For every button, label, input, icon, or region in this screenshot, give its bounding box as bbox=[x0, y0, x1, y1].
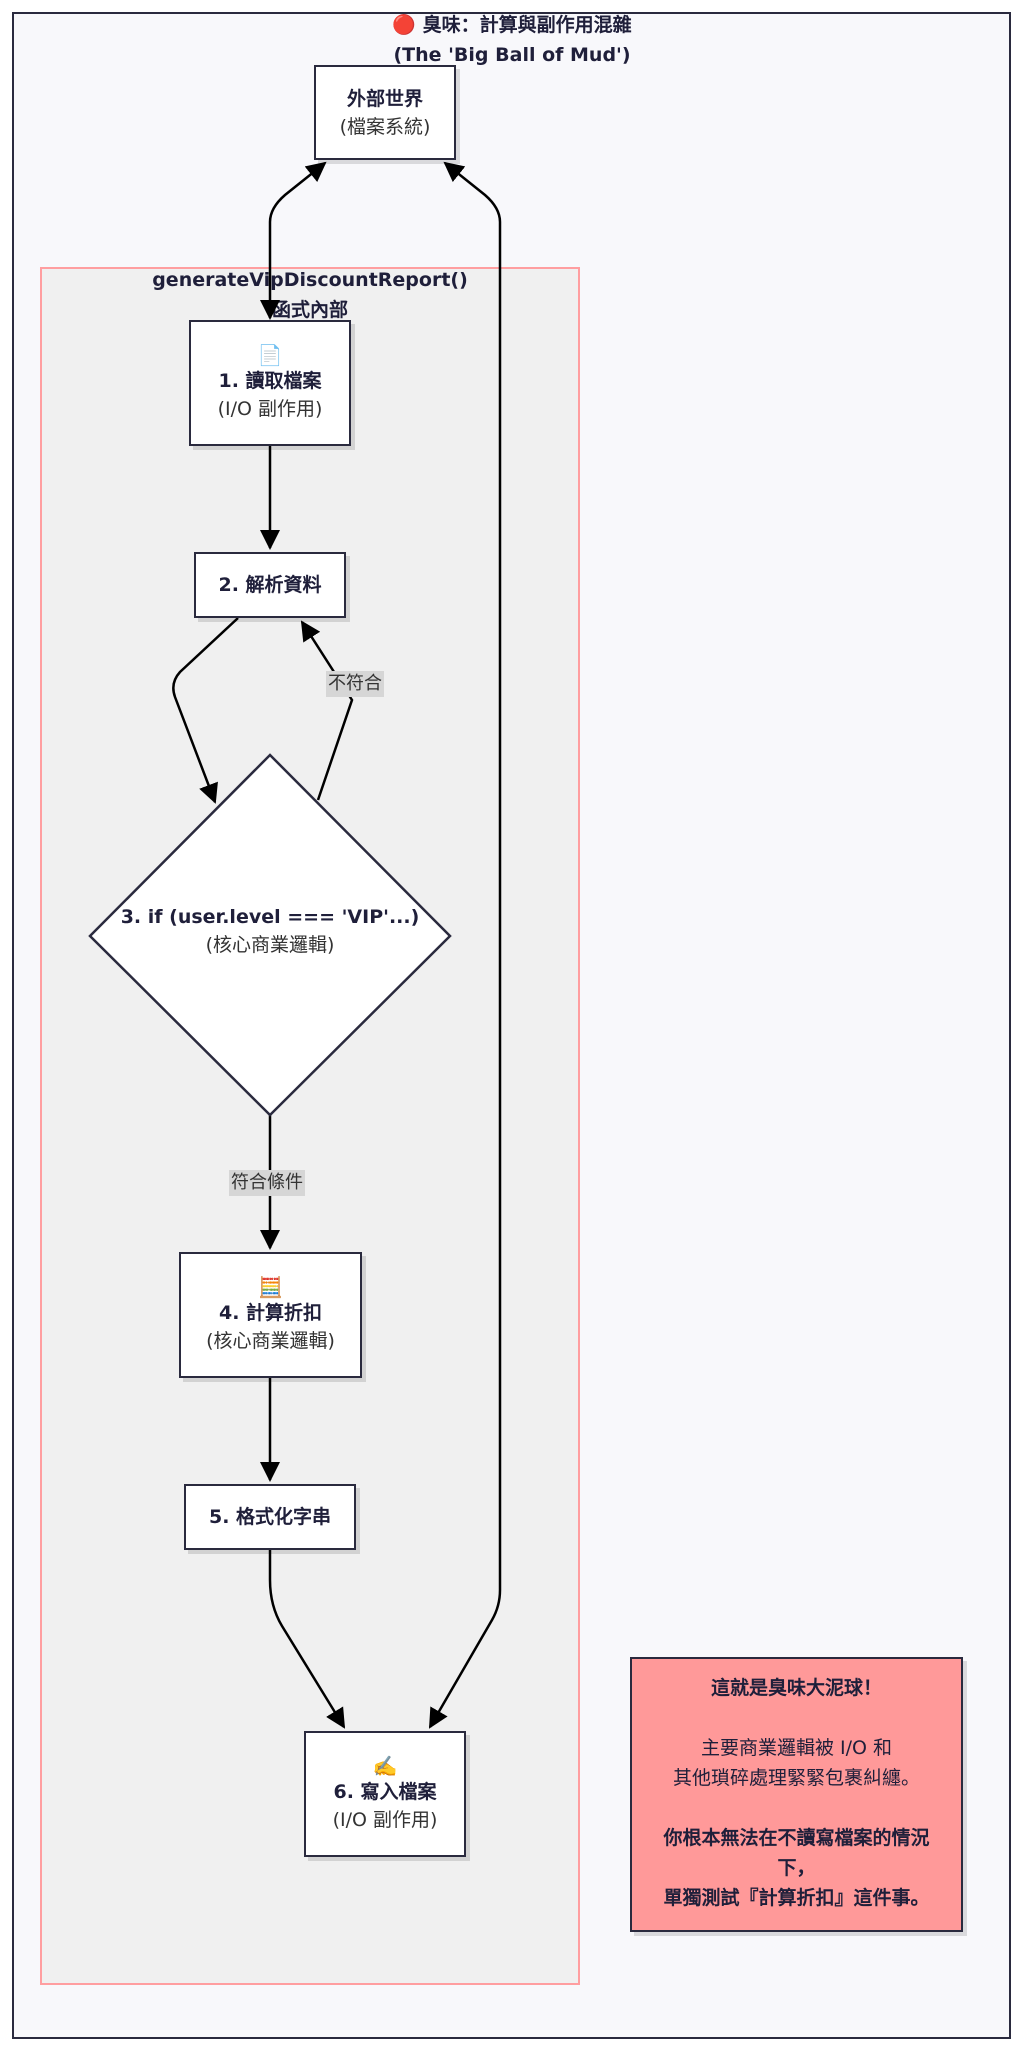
edge-label-no-match: 不符合 bbox=[326, 671, 384, 697]
node-read-file: 📄 1. 讀取檔案 (I/O 副作用) bbox=[189, 320, 351, 446]
node-format-string: 5. 格式化字串 bbox=[184, 1484, 356, 1550]
node-read-file-title: 1. 讀取檔案 bbox=[218, 370, 322, 392]
note-body-line-2: 其他瑣碎處理緊緊包裹糾纏。 bbox=[672, 1767, 920, 1789]
node-write-file-sub: (I/O 副作用) bbox=[332, 1809, 438, 1831]
edge-label-match: 符合條件 bbox=[229, 1170, 305, 1196]
edge-world-write bbox=[428, 161, 502, 1729]
warning-note: 這就是臭味大泥球！ 主要商業邏輯被 I/O 和 其他瑣碎處理緊緊包裹糾纏。 你根… bbox=[630, 1657, 963, 1932]
edge-check-parse bbox=[300, 620, 354, 801]
edge-parse-check bbox=[172, 617, 239, 804]
node-format-string-title: 5. 格式化字串 bbox=[208, 1506, 332, 1528]
note-emphasis-line-2: 下， bbox=[777, 1857, 816, 1879]
node-parse-data-title: 2. 解析資料 bbox=[218, 574, 322, 596]
edge-format-write bbox=[268, 1550, 346, 1729]
node-parse-data: 2. 解析資料 bbox=[194, 552, 346, 618]
node-decision-sub: (核心商業邏輯) bbox=[205, 934, 335, 956]
abacus-icon: 🧮 bbox=[258, 1275, 283, 1299]
node-external-world: 外部世界 (檔案系統) bbox=[314, 65, 456, 160]
decision-diamond-shape bbox=[88, 753, 452, 1117]
writing-hand-icon: ✍️ bbox=[372, 1754, 398, 1778]
node-decision-title: 3. if (user.level === 'VIP'...) bbox=[120, 906, 420, 928]
node-write-file: ✍️ 6. 寫入檔案 (I/O 副作用) bbox=[304, 1731, 466, 1857]
node-calc-discount-sub: (核心商業邏輯) bbox=[206, 1330, 335, 1352]
node-calc-discount: 🧮 4. 計算折扣 (核心商業邏輯) bbox=[179, 1252, 362, 1378]
outer-title-line-1: 🔴 臭味：計算與副作用混雜 bbox=[392, 14, 632, 36]
document-icon: 📄 bbox=[257, 343, 283, 367]
edge-world-read bbox=[260, 161, 327, 320]
note-body-line-1: 主要商業邏輯被 I/O 和 bbox=[700, 1737, 893, 1759]
node-calc-discount-title: 4. 計算折扣 bbox=[218, 1302, 323, 1324]
note-heading: 這就是臭味大泥球！ bbox=[710, 1677, 882, 1699]
node-external-world-title: 外部世界 bbox=[346, 87, 423, 110]
node-read-file-sub: (I/O 副作用) bbox=[217, 398, 323, 420]
outer-cluster-title: 🔴 臭味：計算與副作用混雜 (The 'Big Ball of Mud') bbox=[312, 10, 712, 70]
note-emphasis-line-1: 你根本無法在不讀寫檔案的情況 bbox=[663, 1827, 930, 1849]
node-external-world-sub: (檔案系統) bbox=[339, 115, 431, 138]
node-decision: 3. if (user.level === 'VIP'...) (核心商業邏輯) bbox=[100, 903, 440, 959]
node-write-file-title: 6. 寫入檔案 bbox=[333, 1781, 437, 1803]
outer-title-line-2: (The 'Big Ball of Mud') bbox=[393, 44, 631, 66]
note-emphasis-line-3: 單獨測試『計算折扣』這件事。 bbox=[663, 1887, 930, 1909]
